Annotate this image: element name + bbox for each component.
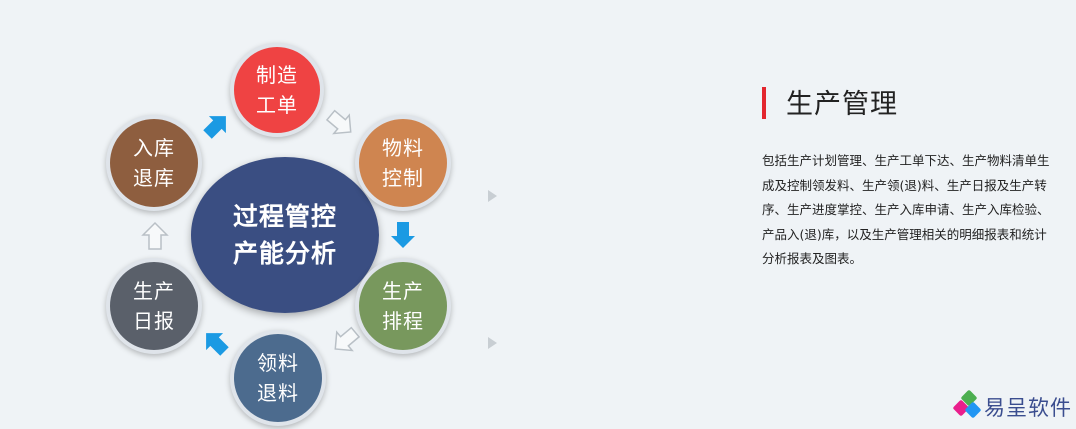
center-line-1: 过程管控 (232, 202, 337, 231)
node-material-control: 物料 控制 (355, 115, 451, 211)
node-label-line-1: 生产 (133, 279, 175, 303)
node-label-line-1: 领料 (257, 351, 299, 375)
arrow-scheduling-to-requisition (334, 326, 361, 352)
node-label-line-2: 排程 (382, 309, 424, 333)
node-label-line-1: 物料 (382, 136, 424, 160)
arrow-stockin-to-workorder (203, 116, 226, 139)
node-label-line-1: 制造 (256, 63, 298, 87)
node-production-daily-report: 生产 日报 (106, 258, 202, 354)
node-material-requisition-return: 领料 退料 (230, 330, 326, 426)
section-title: 生产管理 (786, 89, 898, 120)
arrow-material-to-scheduling (391, 222, 415, 248)
arrow-workorder-to-material (325, 109, 352, 135)
node-label-line-2: 退库 (133, 166, 175, 190)
brand-logo: 易呈软件 (948, 384, 1076, 429)
arrow-requisition-to-dailyreport (206, 333, 229, 356)
center-process-node: 过程管控 产能分析 (191, 157, 379, 313)
node-production-scheduling: 生产 排程 (355, 258, 451, 354)
logo-icon (953, 390, 981, 418)
section-title-accent-bar (762, 87, 766, 119)
node-label-line-1: 入库 (133, 136, 175, 160)
arrow-dailyreport-to-stockin (141, 221, 169, 250)
node-label-line-2: 工单 (256, 93, 298, 117)
node-label-line-1: 生产 (382, 279, 424, 303)
node-label-line-2: 日报 (133, 309, 175, 333)
node-label-line-2: 退料 (257, 381, 299, 405)
logo-text: 易呈软件 (984, 396, 1072, 420)
node-label-line-2: 控制 (382, 166, 424, 190)
right-marker-top (488, 190, 497, 202)
node-stock-in-return: 入库 退库 (106, 115, 202, 211)
node-manufacture-work-order: 制造 工单 (230, 43, 324, 137)
section-description: 包括生产计划管理、生产工单下达、生产物料清单生成及控制领发料、生产领(退)料、生… (762, 153, 1050, 266)
right-marker-bottom (488, 337, 497, 349)
center-line-2: 产能分析 (232, 239, 337, 268)
